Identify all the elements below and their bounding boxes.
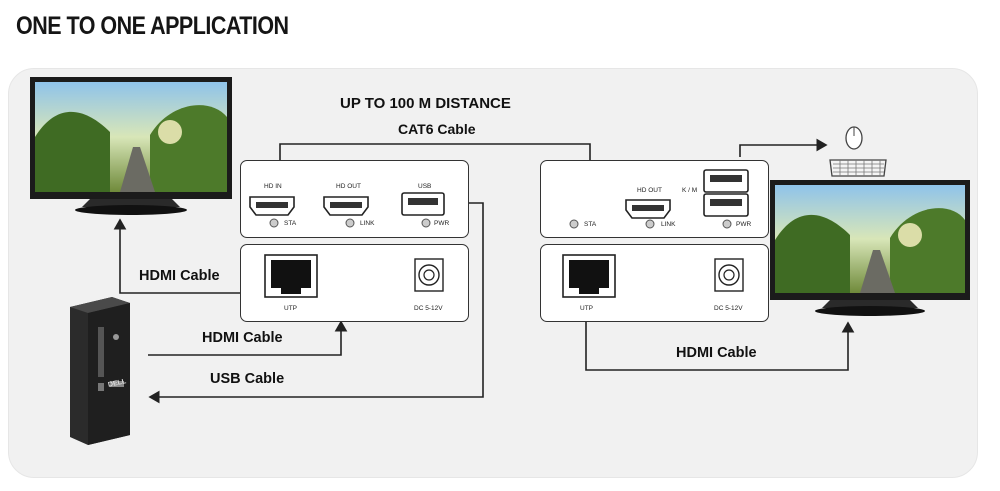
receiver-ports [569, 169, 749, 229]
receiver-dc-power-port [714, 258, 744, 292]
transmitter-ports [249, 192, 445, 228]
receiver-usb-port-1 [703, 169, 749, 193]
usb-port [401, 192, 445, 216]
right-tv-icon [770, 180, 970, 316]
page-title: ONE TO ONE APPLICATION [16, 12, 289, 40]
usb-label: USB [418, 183, 432, 190]
usb-km-to-peripherals [739, 138, 828, 157]
link-label: LINK [360, 220, 375, 227]
dc-label: DC 5-12V [414, 305, 443, 312]
cat6-cable-line [279, 143, 591, 160]
receiver-pwr-label: PWR [736, 221, 752, 228]
hdmi-cable-to-left-tv [113, 218, 240, 294]
receiver-hdmi-out-port [625, 199, 671, 219]
hdmi-out-port [323, 196, 369, 216]
hdmi-cable-from-pc [148, 320, 348, 356]
mouse-keyboard-icon [829, 126, 887, 177]
pc-tower-icon [70, 297, 130, 445]
receiver-rear-ports [562, 254, 744, 298]
hd-out-label: HD OUT [336, 183, 361, 190]
receiver-dc-label: DC 5-12V [714, 305, 743, 312]
receiver-km-label: K / M [682, 187, 698, 194]
receiver-utp-port [562, 254, 616, 298]
left-tv-icon [30, 77, 232, 215]
usb-cable-to-pc [148, 202, 484, 404]
receiver-link-label: LINK [661, 221, 676, 228]
usb-cable-label: USB Cable [210, 371, 285, 387]
sta-label: STA [284, 220, 297, 227]
hdmi-cable-label-right: HDMI Cable [676, 345, 757, 361]
hdmi-cable-label-left: HDMI Cable [139, 268, 220, 284]
receiver-sta-label: STA [584, 221, 597, 228]
receiver-usb-port-2 [703, 193, 749, 217]
utp-label: UTP [284, 305, 297, 312]
transmitter-rear-ports [264, 254, 444, 298]
distance-label: UP TO 100 M DISTANCE [340, 95, 511, 112]
hd-in-label: HD IN [264, 183, 282, 190]
hdmi-cable-label-pc: HDMI Cable [202, 330, 283, 346]
dc-power-port [414, 258, 444, 292]
hdmi-cable-to-right-tv [585, 320, 855, 371]
cat6-label: CAT6 Cable [398, 121, 476, 137]
pwr-label: PWR [434, 220, 450, 227]
utp-port [264, 254, 318, 298]
hdmi-in-port [249, 196, 295, 216]
receiver-hd-out-label: HD OUT [637, 187, 662, 194]
receiver-utp-label: UTP [580, 305, 593, 312]
